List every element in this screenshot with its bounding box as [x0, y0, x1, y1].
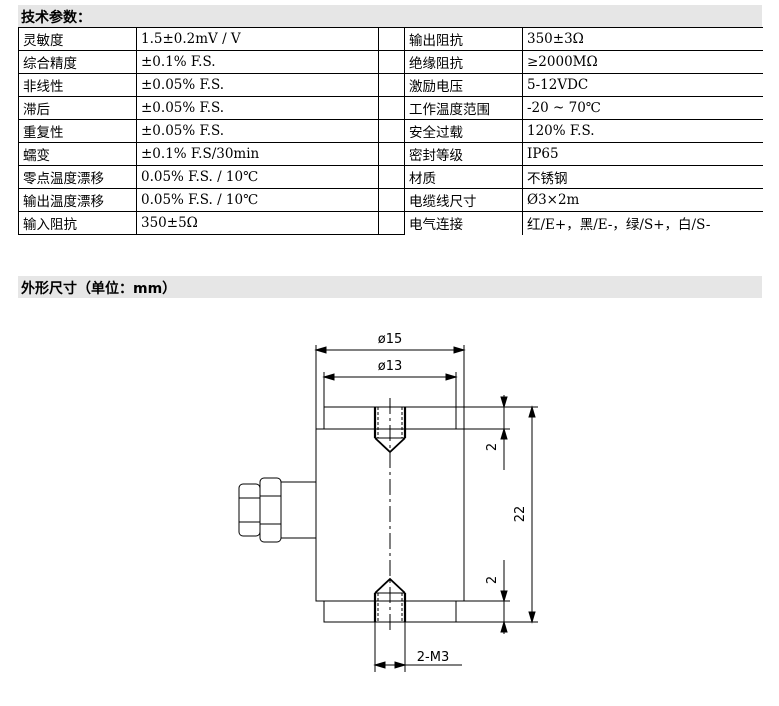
spec-right-value: IP65: [522, 142, 763, 166]
cable-gland-outline: [280, 481, 317, 539]
specs-section-title: 技术参数：: [21, 10, 91, 26]
dim-top-thread-depth: 2: [485, 443, 500, 451]
spec-gap: [378, 211, 405, 235]
spec-right-key: 电缆线尺寸: [404, 188, 523, 212]
spec-right-key: 材质: [404, 165, 523, 189]
dim-total-height: 22: [513, 506, 528, 523]
spec-right-value: 红/E+，黑/E-，绿/S+，白/S-: [522, 211, 763, 235]
spec-right-key: 绝缘阻抗: [404, 50, 523, 74]
spec-right-key: 输出阻抗: [404, 27, 523, 51]
spec-right-value: -20 ~ 70℃: [522, 96, 763, 120]
spec-left-value: 350±5Ω: [136, 211, 379, 235]
cable-gland-cap-outline: [238, 483, 261, 537]
spec-left-key: 重复性: [18, 119, 137, 143]
dim-thread-spec: 2-M3: [417, 650, 449, 665]
dim-inner-diameter: ø13: [378, 359, 403, 374]
spec-right-key: 密封等级: [404, 142, 523, 166]
spec-right-value: ≥2000MΩ: [522, 50, 763, 74]
spec-row: 滞后±0.05% F.S.工作温度范围-20 ~ 70℃: [18, 96, 763, 120]
spec-left-value: 0.05% F.S. / 10℃: [136, 188, 379, 212]
cable-gland-nut-outline: [259, 477, 282, 543]
spec-row: 综合精度±0.1% F.S.绝缘阻抗≥2000MΩ: [18, 50, 763, 74]
dims-section-header: 外形尺寸（单位：mm）: [18, 276, 762, 298]
spec-gap: [378, 50, 405, 74]
spec-left-value: ±0.05% F.S.: [136, 119, 379, 143]
spec-left-key: 输出温度漂移: [18, 188, 137, 212]
spec-right-value: 不锈钢: [522, 165, 763, 189]
spec-right-key: 激励电压: [404, 73, 523, 97]
spec-right-key: 电气连接: [404, 211, 523, 235]
spec-gap: [378, 119, 405, 143]
spec-left-value: ±0.1% F.S/30min: [136, 142, 379, 166]
spec-left-key: 蠕变: [18, 142, 137, 166]
spec-left-key: 输入阻抗: [18, 211, 137, 235]
specs-section-header: 技术参数：: [18, 5, 762, 27]
spec-left-value: ±0.05% F.S.: [136, 96, 379, 120]
dims-section-title: 外形尺寸（单位：mm）: [21, 281, 177, 297]
spec-left-value: ±0.05% F.S.: [136, 73, 379, 97]
dim-outer-diameter: ø15: [378, 332, 403, 347]
spec-right-value: 120% F.S.: [522, 119, 763, 143]
spec-left-key: 零点温度漂移: [18, 165, 137, 189]
dim-bottom-thread-depth: 2: [485, 576, 500, 584]
